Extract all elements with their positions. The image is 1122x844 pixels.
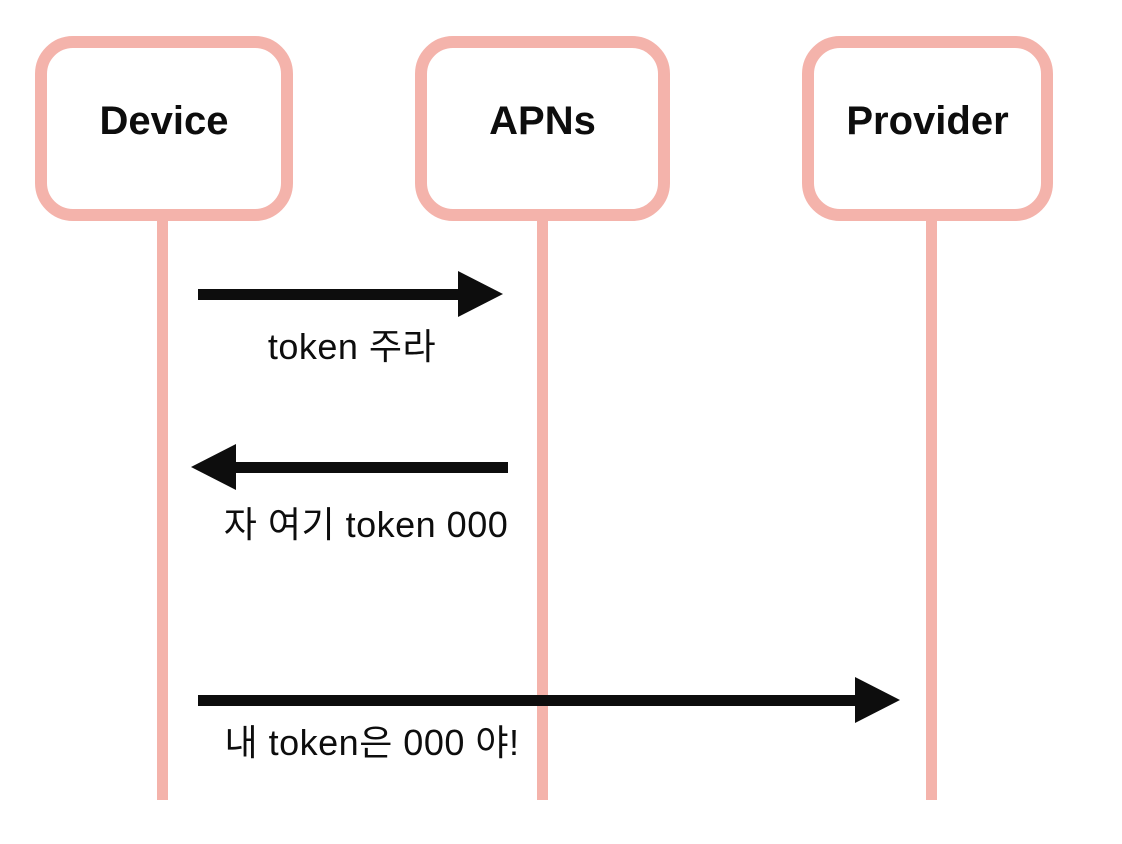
arrowhead-right-icon [458,271,503,317]
lifeline-device [157,219,168,800]
message-3-label: 내 token은 000 야! [224,722,520,763]
actor-label-apns: APNs [489,99,596,143]
lifeline-provider [926,219,937,800]
actor-label-device: Device [99,99,229,143]
message-2-label: 자 여기 token 000 [223,504,509,545]
actor-box-apns: APNs [415,36,670,221]
message-2-arrow-line [234,462,508,473]
arrowhead-left-icon [191,444,236,490]
message-3-arrow-line [198,695,857,706]
lifeline-apns [537,219,548,800]
actor-label-provider: Provider [846,99,1009,143]
message-1-arrow-line [198,289,460,300]
message-1-label: token 주라 [267,326,437,367]
actor-box-device: Device [35,36,293,221]
actor-box-provider: Provider [802,36,1053,221]
arrowhead-right-icon [855,677,900,723]
